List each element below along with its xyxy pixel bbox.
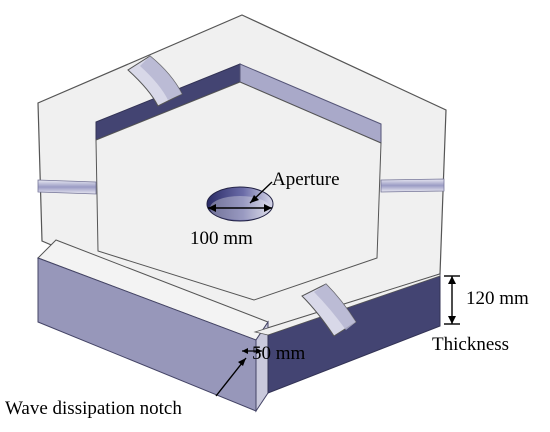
notch-width-arrowhead-left [242,348,248,354]
right-side-groove [380,178,445,193]
front-right-rim-top [253,273,441,336]
thickness-value-label: 120 mm [466,288,529,309]
notch-leader-arrowhead [238,358,246,366]
aperture-hole [206,186,274,222]
aperture-arrowhead-right [264,204,272,212]
aperture-size-label: 100 mm [190,228,253,249]
wave-dissipation-notch-label: Wave dissipation notch [5,398,182,419]
aperture-arrowhead-left [208,204,216,212]
top-rim-notch-shade [140,56,182,100]
notch-width-arrowhead-right [256,348,262,354]
aperture-label: Aperture [272,169,340,190]
aperture-leader-arrowhead [250,195,259,203]
thickness-arrowhead-bottom [448,316,456,324]
thickness-label: Thickness [432,334,510,355]
left-side-groove [37,179,97,195]
notch-width-label: 50 mm [252,343,306,364]
thickness-arrowhead-top [448,276,456,284]
bottom-rim-notch-shade [314,284,356,330]
